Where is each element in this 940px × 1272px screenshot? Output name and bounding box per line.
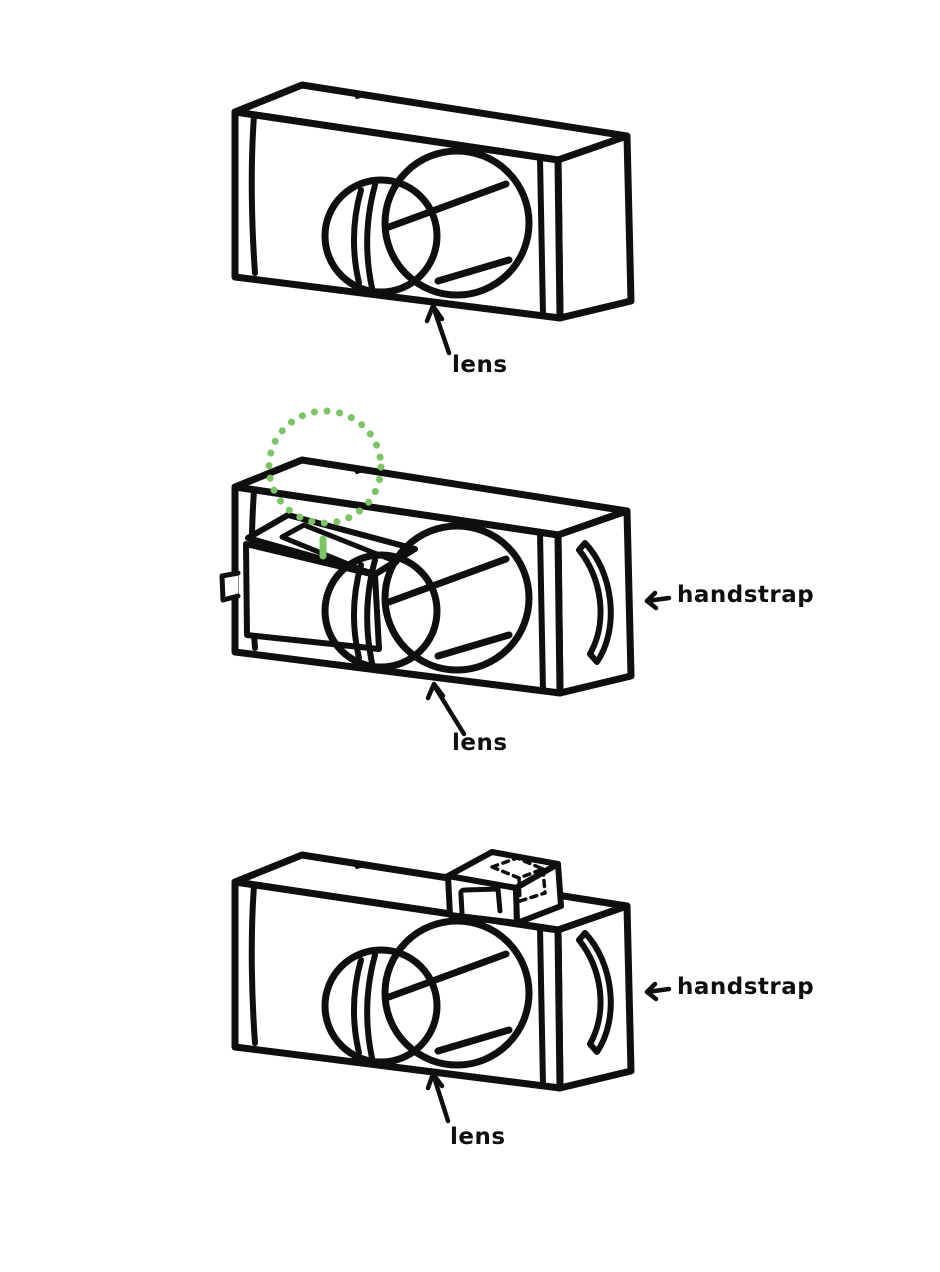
camera-sketch-step-3 xyxy=(235,849,669,1124)
handstrap-label: handstrap xyxy=(677,582,815,608)
lens-callout-arrow xyxy=(425,681,467,737)
camera-sketch-step-2 xyxy=(219,407,669,737)
latch-drawing xyxy=(219,570,241,603)
viewfinder-window-drawing xyxy=(458,886,503,916)
camera-sketch-step-1 xyxy=(235,85,631,356)
lens-callout-arrow xyxy=(425,1071,451,1124)
handstrap-label: handstrap xyxy=(677,974,815,1000)
lens-label: lens xyxy=(450,1124,506,1150)
lens-callout-arrow xyxy=(424,303,452,356)
handstrap-callout-arrow xyxy=(647,593,669,608)
dashed-inner-cube-drawing xyxy=(490,856,547,903)
green-dotted-circle-annotation xyxy=(265,407,385,560)
camera-body-drawing xyxy=(235,855,631,1088)
camera-body-drawing xyxy=(235,85,631,318)
handstrap-callout-arrow xyxy=(647,984,669,999)
lens-label: lens xyxy=(452,352,508,378)
lens-label: lens xyxy=(452,730,508,756)
